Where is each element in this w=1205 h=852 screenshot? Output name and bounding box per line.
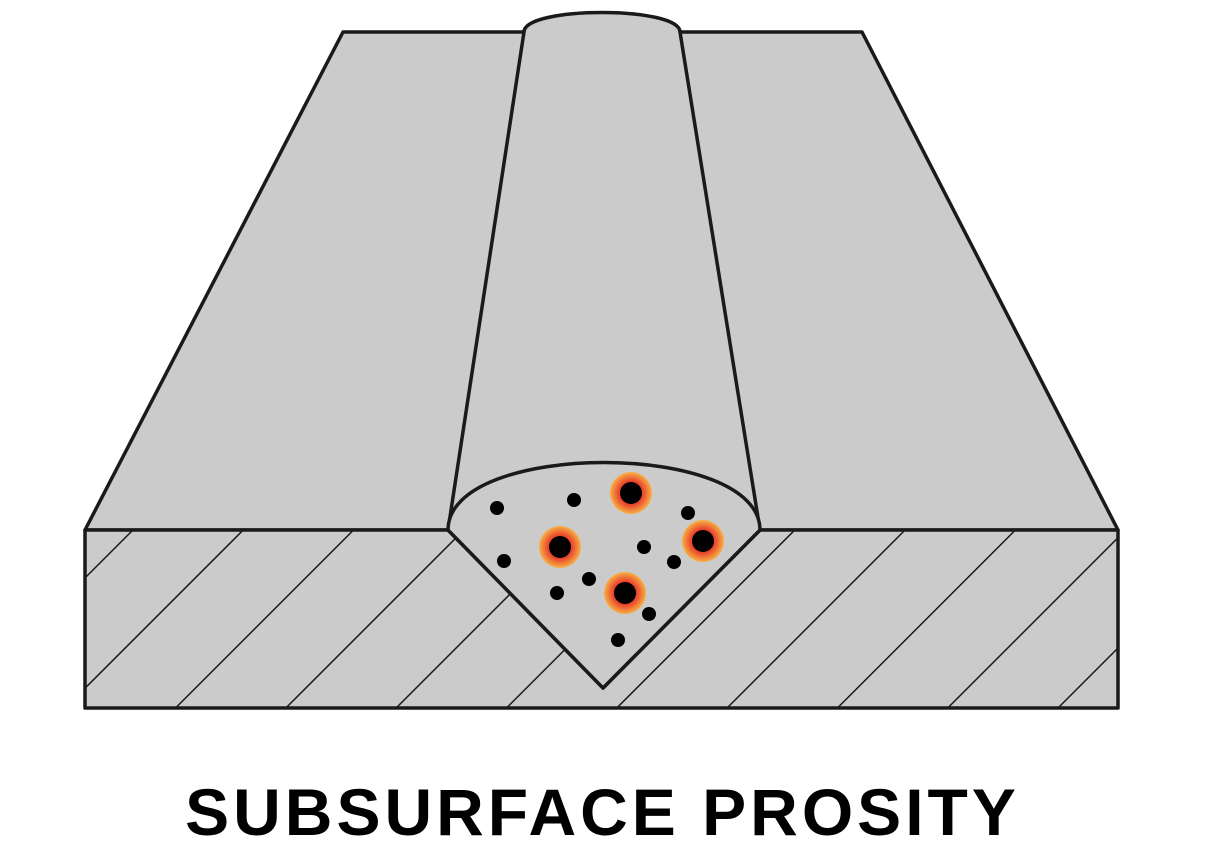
small-pores — [490, 493, 695, 647]
gas-pore-large-icon — [610, 472, 652, 514]
gas-pore-small-icon — [567, 493, 581, 507]
weld-cross-section — [446, 460, 762, 690]
gas-pore-large-icon — [604, 572, 646, 614]
gas-pore-large-icon — [539, 526, 581, 568]
gas-pore-small-icon — [611, 633, 625, 647]
gas-pore-small-icon — [681, 506, 695, 520]
gas-pore-small-icon — [637, 540, 651, 554]
gas-pore-large-icon — [682, 520, 724, 562]
weld-bead — [446, 10, 762, 532]
gas-pore-small-icon — [642, 607, 656, 621]
diagram-caption: SUBSURFACE PROSITY — [185, 775, 1020, 849]
gas-pore-small-icon — [667, 555, 681, 569]
gas-pore-small-icon — [550, 586, 564, 600]
gas-pore-small-icon — [582, 572, 596, 586]
gas-pore-small-icon — [497, 554, 511, 568]
gas-pore-small-icon — [490, 501, 504, 515]
large-pores — [539, 472, 724, 614]
